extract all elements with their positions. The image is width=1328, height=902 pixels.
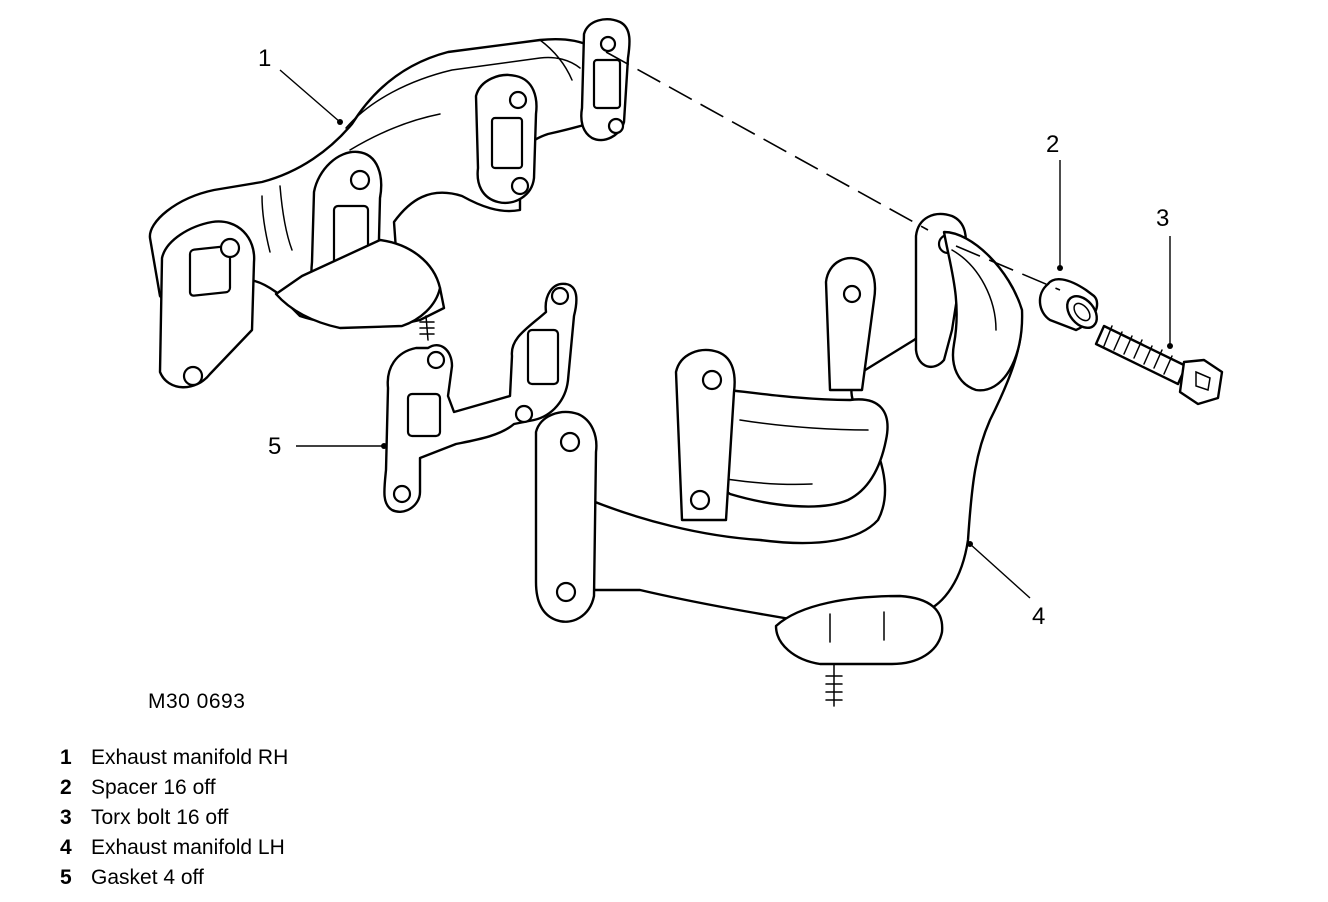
legend-text: Exhaust manifold LH: [91, 836, 285, 859]
exhaust-manifold-rh: [148, 18, 631, 389]
callout-1: 1: [258, 45, 271, 72]
legend-item: 5 Gasket 4 off: [60, 863, 288, 893]
alignment-line: [605, 51, 1061, 291]
leader-lines: [279, 69, 1173, 599]
legend-item: 2 Spacer 16 off: [60, 773, 288, 803]
legend-text: Gasket 4 off: [91, 866, 204, 889]
callout-5: 5: [268, 433, 281, 460]
parts-legend: 1 Exhaust manifold RH 2 Spacer 16 off 3 …: [60, 743, 288, 893]
spacer: [1038, 278, 1099, 332]
legend-number: 2: [60, 776, 72, 799]
legend-item: 1 Exhaust manifold RH: [60, 743, 288, 773]
callout-4: 4: [1032, 603, 1045, 630]
exhaust-manifold-lh: [534, 212, 1024, 707]
legend-text: Torx bolt 16 off: [91, 806, 229, 829]
legend-text: Spacer 16 off: [91, 776, 216, 799]
legend-number: 1: [60, 746, 72, 769]
gasket: [383, 282, 578, 513]
legend-number: 3: [60, 806, 72, 829]
legend-item: 3 Torx bolt 16 off: [60, 803, 288, 833]
callout-3: 3: [1156, 205, 1169, 232]
callout-2: 2: [1046, 131, 1059, 158]
figure-reference: M30 0693: [148, 690, 246, 713]
legend-item: 4 Exhaust manifold LH: [60, 833, 288, 863]
legend-text: Exhaust manifold RH: [91, 746, 289, 769]
legend-number: 5: [60, 866, 72, 889]
legend-number: 4: [60, 836, 72, 859]
torx-bolt: [1094, 324, 1224, 406]
